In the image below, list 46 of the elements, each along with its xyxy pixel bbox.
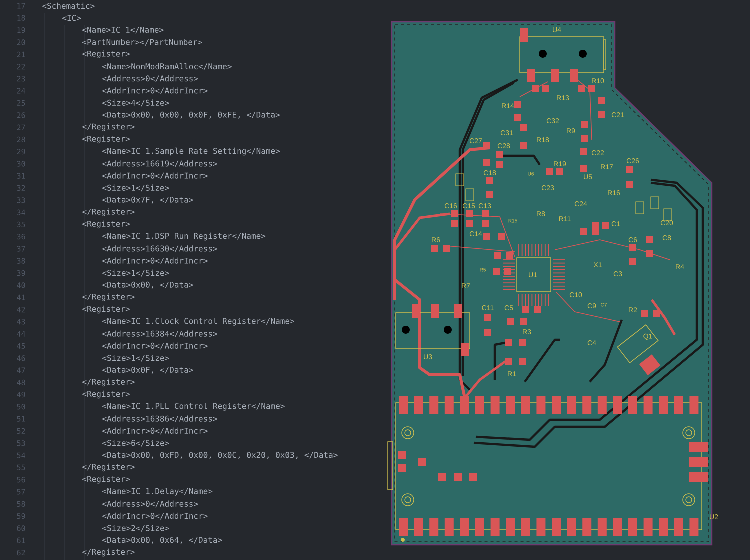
code-line: <AddrIncr>0</AddrIncr>: [102, 88, 208, 94]
code-line: <AddrIncr>0</AddrIncr>: [102, 428, 208, 435]
code-line: <Schematic>: [42, 2, 95, 10]
code-line: <Address>16384</Address>: [102, 330, 218, 338]
code-line: <Name>IC 1</Name>: [82, 26, 164, 34]
code-line: </Register>: [82, 464, 135, 472]
code-line: <Name>IC 1.PLL Control Register</Name>: [102, 403, 285, 411]
code-line: <Address>16630</Address>: [102, 246, 218, 252]
code-line: <Size>1</Size>: [102, 355, 170, 362]
code-line: <Address>0</Address>: [102, 500, 198, 508]
code-line: <Name>IC 1.Clock Control Register</Name>: [102, 318, 294, 326]
code-line: <Register>: [82, 476, 130, 484]
code-line: <AddrIncr>0</AddrIncr>: [102, 342, 208, 350]
code-line: <AddrIncr>0</AddrIncr>: [102, 258, 208, 264]
code-line: <Size>1</Size>: [102, 184, 170, 192]
code-line: <Data>0x0F, </Data>: [102, 366, 194, 374]
code-line: <Size>2</Size>: [102, 525, 170, 532]
code-line: <Name>IC 1.Sample Rate Setting</Name>: [102, 148, 280, 156]
code-line: <Name>IC 1.DSP Run Register</Name>: [102, 232, 266, 241]
code-line: </Register>: [82, 208, 135, 216]
code-line: </Register>: [82, 124, 135, 132]
code-line: <Data>0x00, 0x00, 0x0F, 0xFE, </Data>: [102, 112, 280, 119]
code-line: <AddrIncr>0</AddrIncr>: [102, 512, 208, 520]
code-line: <Data>0x00, 0x64, </Data>: [102, 537, 222, 544]
code-line: <Address>16619</Address>: [102, 160, 218, 168]
code-line: <Register>: [82, 306, 130, 314]
code-line: <Register>: [82, 220, 130, 229]
code-line: <Data>0x7F, </Data>: [102, 196, 194, 204]
code-line: <Size>6</Size>: [102, 440, 170, 447]
code-line: <Name>NonModRamAlloc</Name>: [102, 63, 232, 70]
code-line: <Size>1</Size>: [102, 270, 170, 277]
code-line: <Register>: [82, 136, 130, 144]
code-line: </Register>: [82, 294, 135, 302]
code-line: <AddrIncr>0</AddrIncr>: [102, 172, 208, 180]
code-line: <Name>IC 1.Delay</Name>: [102, 488, 213, 496]
code-line: <Data>0x00, </Data>: [102, 282, 194, 289]
code-line: <Register>: [82, 50, 130, 58]
code-line: <Address>16386</Address>: [102, 416, 218, 422]
code-line: <Address>0</Address>: [102, 76, 198, 82]
code-line: </Register>: [82, 378, 135, 387]
code-line: <PartNumber></PartNumber>: [82, 39, 202, 46]
code-line: <Size>4</Size>: [102, 100, 170, 107]
code-line: <Data>0x00, 0xFD, 0x00, 0x0C, 0x20, 0x03, </Data>: [102, 452, 338, 460]
code-line: <Register>: [82, 390, 130, 399]
code-line: <IC>: [62, 15, 82, 22]
code-line: </Register>: [82, 548, 135, 557]
